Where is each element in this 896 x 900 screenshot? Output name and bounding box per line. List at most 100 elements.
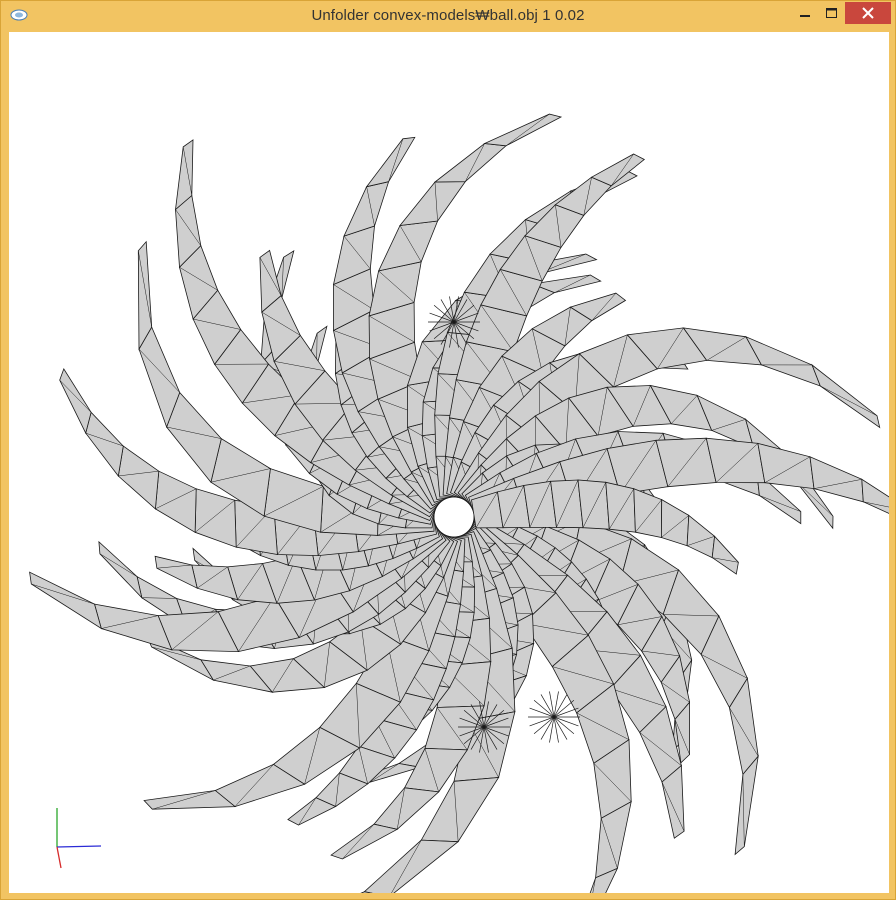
mesh-edge [502,485,525,528]
mesh-edge [657,327,684,370]
mesh-edge [465,143,485,182]
mesh-edge [171,611,219,651]
mesh-edge [613,334,628,388]
mesh-edge [553,694,568,718]
mesh-face [674,701,690,764]
mesh-edge [609,488,635,530]
mesh-edge [151,646,201,661]
mesh-edge [711,419,746,431]
mesh-edge [483,717,509,728]
mesh-edge [304,727,321,785]
mesh-edge [483,726,498,750]
mesh-edge [592,877,596,893]
mesh-edge [531,328,543,375]
pole-fan [428,296,480,348]
mesh-edge [701,654,748,679]
unfolded-mesh [29,113,889,893]
mesh-edge [358,746,368,784]
close-icon [862,7,874,19]
mesh-edge [549,691,555,718]
mesh-edge [396,787,405,830]
mesh-edge [152,790,216,810]
mesh-edge [459,726,485,737]
mesh-edge [661,515,689,538]
mesh-edge [356,683,360,749]
mesh-edge [553,691,559,718]
mesh-edge [335,772,340,807]
mesh-face [330,823,399,860]
mesh-face [589,867,619,893]
mesh-edge [712,557,739,563]
mesh-edge [505,113,550,147]
mesh-edge [453,305,475,323]
mesh-edge [274,361,325,372]
mesh-edge [440,321,455,345]
mesh-edge [459,717,485,728]
mesh-edge [391,839,422,893]
mesh-edge [263,486,324,517]
minimize-button[interactable] [791,2,819,24]
mesh-edge [175,209,201,246]
mesh-edge [118,470,159,477]
mesh-edge [366,186,375,227]
mesh-edge [453,321,479,332]
mesh-edge [440,299,455,323]
mesh-edge [194,500,235,533]
mesh-edge [453,321,468,345]
mesh-edge [500,269,527,317]
mesh-edge [556,479,579,528]
maximize-button[interactable] [817,2,845,24]
mesh-edge [433,321,455,339]
mesh-edge [764,456,811,483]
mesh-edge [449,296,455,323]
mesh-edge [433,305,455,323]
mesh-edge [333,284,375,311]
mesh-edge [85,432,124,447]
mesh-edge [540,716,555,740]
maximize-icon [825,8,837,18]
window-title: Unfolder convex-models₩ball.obj 1 0.02 [311,7,585,24]
close-button[interactable] [845,2,891,24]
x-axis-line [56,845,102,848]
mesh-edge [470,726,485,750]
mesh-edge [463,710,485,728]
mesh-edge [213,665,251,681]
mesh-edge [674,719,690,755]
mesh-edge [661,682,690,703]
mesh-edge [863,501,889,508]
mesh-edge [166,426,222,439]
title-bar[interactable]: Unfolder convex-models₩ball.obj 1 0.02 [1,1,895,31]
mesh-face [29,571,102,630]
mesh-edge [553,716,579,727]
mesh-strips [29,113,889,893]
mesh-edge [529,481,551,528]
mesh-edge [453,321,475,339]
mesh-edge [453,296,459,323]
mesh-face [59,367,92,435]
mesh-edge [434,181,438,222]
mesh-edge [529,707,555,718]
3d-viewport[interactable] [9,32,889,893]
mesh-edge [424,748,439,792]
mesh-edge [261,311,301,336]
mesh-edge [479,726,485,753]
mesh-edge [480,304,514,352]
mesh-edge [635,499,662,533]
mesh-face [861,478,889,514]
mesh-edge [141,597,177,599]
mesh-edge [343,235,371,270]
mesh-edge [533,700,555,718]
mesh-edge [197,566,228,589]
mesh-edge [101,615,159,629]
mesh-edge [453,781,459,842]
mesh-edge [429,321,455,332]
mesh-edge [237,563,263,600]
mesh-edge [533,716,555,734]
mesh-edge [298,797,317,826]
mesh-edge [234,764,274,807]
mesh-edge [611,153,634,186]
mesh-edge [597,387,608,437]
mesh-edge [553,716,559,743]
mesh-edge [667,438,707,487]
